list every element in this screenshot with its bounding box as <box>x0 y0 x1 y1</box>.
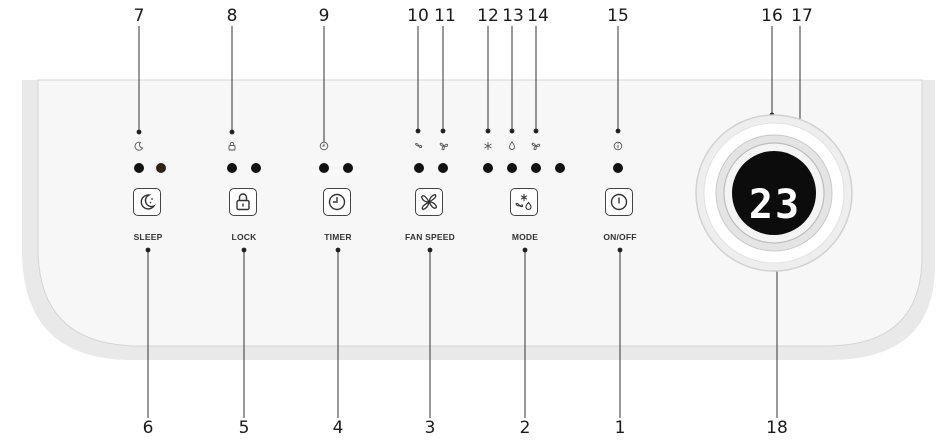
lock-label: LOCK <box>231 232 257 242</box>
droplet-icon <box>507 141 517 151</box>
fan-low-led <box>414 163 424 173</box>
fan-high-icon <box>439 141 449 151</box>
lock-led-2 <box>251 163 261 173</box>
timer-led-2 <box>343 163 353 173</box>
clock-icon <box>319 141 329 151</box>
power-led <box>613 163 623 173</box>
callout-2: 2 <box>519 418 531 438</box>
timer-led <box>319 163 329 173</box>
timer-button[interactable] <box>323 188 351 216</box>
fan-mode-led <box>531 163 541 173</box>
callout-12: 12 <box>477 6 499 26</box>
timer-label: TIMER <box>324 232 352 242</box>
fan-high-led <box>438 163 448 173</box>
callout-18: 18 <box>766 418 788 438</box>
callout-10: 10 <box>407 6 429 26</box>
power-button[interactable] <box>605 188 633 216</box>
callout-14: 14 <box>527 6 549 26</box>
callout-6: 6 <box>142 418 154 438</box>
callout-3: 3 <box>424 418 436 438</box>
power-icon <box>610 193 628 211</box>
callout-13: 13 <box>502 6 524 26</box>
callout-4: 4 <box>332 418 344 438</box>
callout-7: 7 <box>133 6 145 26</box>
callout-16: 16 <box>761 6 783 26</box>
temperature-dial <box>695 114 853 272</box>
moon-icon <box>140 194 157 210</box>
padlock-icon <box>227 141 237 151</box>
lock-button[interactable] <box>229 188 257 216</box>
callout-17: 17 <box>791 6 813 26</box>
mode-led-4 <box>555 163 565 173</box>
moon-icon <box>134 141 144 151</box>
on-off-label: ON/OFF <box>603 232 637 242</box>
callout-8: 8 <box>226 6 238 26</box>
fan-icon <box>420 193 438 211</box>
callout-1: 1 <box>614 418 626 438</box>
callout-15: 15 <box>607 6 629 26</box>
callout-9: 9 <box>318 6 330 26</box>
fan-speed-button[interactable] <box>415 188 443 216</box>
sleep-button[interactable] <box>133 188 161 216</box>
callout-11: 11 <box>434 6 456 26</box>
fan-low-icon <box>414 141 424 151</box>
fan-speed-label: FAN SPEED <box>405 232 455 242</box>
info-icon <box>613 141 623 151</box>
padlock-icon <box>236 193 250 211</box>
clock-icon <box>328 193 346 211</box>
mode-icon <box>515 194 532 210</box>
dry-mode-led <box>507 163 517 173</box>
temperature-display: 23 <box>748 182 802 228</box>
fan-icon <box>531 141 541 151</box>
mode-label: MODE <box>511 232 539 242</box>
cool-mode-led <box>483 163 493 173</box>
mode-button[interactable] <box>510 188 538 216</box>
leader-lines <box>138 26 801 418</box>
callout-5: 5 <box>238 418 250 438</box>
lock-led <box>227 163 237 173</box>
snowflake-icon <box>483 141 493 151</box>
sleep-led <box>134 163 144 173</box>
sleep-led-2 <box>156 163 166 173</box>
sleep-label: SLEEP <box>133 232 163 242</box>
